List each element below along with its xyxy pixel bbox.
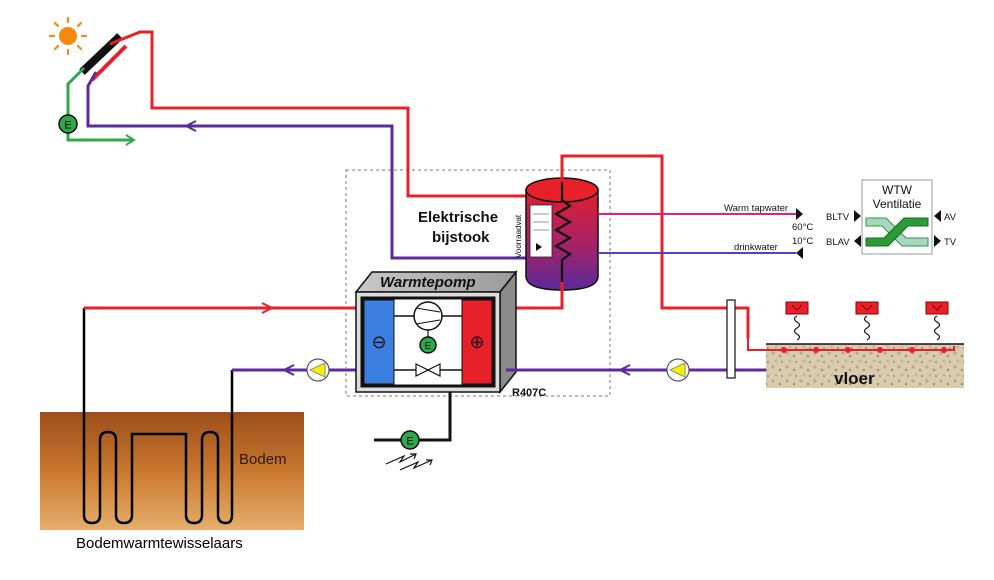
floor-supply-pipe	[560, 154, 750, 338]
svg-text:E: E	[406, 436, 413, 448]
svg-text:E: E	[425, 341, 432, 352]
flow-arrow	[617, 364, 631, 376]
ground-circulation-pump	[306, 358, 330, 382]
voorraadvat-label: Voorraadvat	[514, 214, 523, 258]
flow-arrow	[281, 364, 295, 376]
energy-meter-icon: E	[58, 114, 78, 134]
ventilatie-label: Ventilatie	[873, 197, 922, 211]
flow-arrow	[183, 120, 197, 132]
heat-emitter-icon	[855, 301, 879, 341]
heat-emitter-icon	[785, 301, 809, 341]
solar-green-pipe	[66, 66, 132, 142]
flow-arrow	[261, 302, 275, 314]
bltv-label: BLTV	[826, 212, 850, 223]
plus-symbol: ⊕	[469, 332, 484, 352]
solar-hot-pipe	[109, 30, 530, 198]
energy-meter-icon: E	[400, 430, 420, 450]
blav-arrow-icon	[854, 235, 861, 247]
power-cable	[374, 392, 452, 442]
tv-arrow-icon	[934, 235, 941, 247]
drinkwater-label: drinkwater	[734, 242, 778, 253]
tv-label: TV	[944, 237, 957, 248]
wtw-ventilation-unit	[861, 179, 933, 255]
warm-tapwater-label: Warm tapwater	[724, 203, 788, 214]
system-boundary	[345, 169, 611, 397]
sun-icon	[48, 16, 88, 56]
bijstook-label: bijstook	[432, 229, 490, 246]
floor-manifold	[726, 299, 736, 379]
solar-collector-panel	[79, 33, 128, 82]
bodem-label: Bodem	[239, 451, 287, 468]
floor-pipe-dots	[781, 347, 947, 353]
temp-10-label: 10°C	[792, 236, 813, 247]
bltv-arrow-icon	[854, 210, 861, 222]
energy-meter-icon: E	[419, 336, 437, 354]
temp-60-label: 60°C	[792, 222, 813, 233]
compressor-icon	[413, 301, 443, 331]
tap-inlet-marker	[796, 247, 803, 259]
solar-return-pipe	[86, 71, 530, 260]
warmtepomp-label: Warmtepomp	[380, 274, 476, 291]
bodemwarmtewisselaars-label: Bodemwarmtewisselaars	[76, 535, 243, 552]
floor-slab	[766, 344, 964, 388]
vloer-label: vloer	[834, 369, 875, 388]
storage-tank	[525, 177, 599, 291]
expansion-valve-icon	[415, 363, 441, 377]
heat-emitter-icon	[925, 301, 949, 341]
svg-text:E: E	[64, 120, 71, 132]
r407c-label: R407C	[512, 387, 546, 399]
minus-symbol: ⊖	[371, 332, 386, 352]
tap-outlet-marker	[796, 208, 803, 220]
elektrische-label: Elektrische	[418, 209, 498, 226]
soil-block	[40, 412, 304, 530]
wtw-label: WTW	[882, 183, 913, 197]
ground-loop-pipe	[82, 308, 234, 525]
heatpump-to-tank-pipe	[506, 282, 564, 310]
av-arrow-icon	[934, 210, 941, 222]
av-label: AV	[944, 212, 957, 223]
flow-arrow	[125, 134, 136, 146]
floor-circulation-pump	[666, 358, 690, 382]
blav-label: BLAV	[826, 237, 850, 248]
lightning-icon	[385, 453, 433, 471]
